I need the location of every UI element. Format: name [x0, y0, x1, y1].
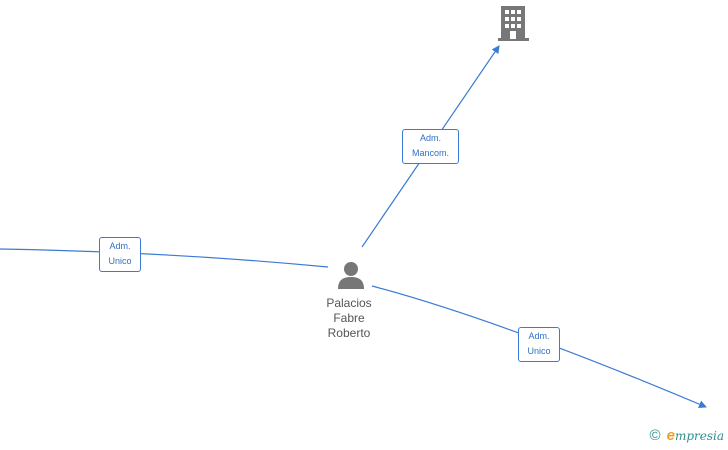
brand-name: mpresia — [674, 428, 724, 443]
brand-initial: e — [666, 427, 675, 444]
person-name-line-3: Roberto — [327, 326, 371, 340]
edge-label-right-line-1: Adm. — [528, 331, 550, 341]
copyright-symbol: © — [649, 427, 661, 444]
edge-label-company-line-2: Mancom. — [411, 148, 449, 158]
brand-watermark: © e mpresia — [650, 427, 724, 444]
edge-label-left-line-1: Adm. — [109, 241, 131, 251]
edge-left-to-person — [0, 248, 329, 268]
edge-label-company-line-1: Adm. — [419, 133, 441, 143]
edge-label-right[interactable]: Adm. Unico — [518, 327, 560, 362]
person-name-line-2: Fabre — [333, 311, 365, 325]
building-icon[interactable] — [498, 6, 529, 41]
edge-label-right-line-2: Unico — [527, 346, 551, 356]
person-name[interactable]: Palacios Fabre Roberto — [313, 296, 385, 341]
edge-label-company[interactable]: Adm. Mancom. — [402, 129, 459, 164]
person-name-line-1: Palacios — [326, 296, 372, 310]
person-icon[interactable] — [337, 261, 365, 289]
edge-label-left-line-2: Unico — [108, 256, 132, 266]
edge-label-left[interactable]: Adm. Unico — [99, 237, 141, 272]
